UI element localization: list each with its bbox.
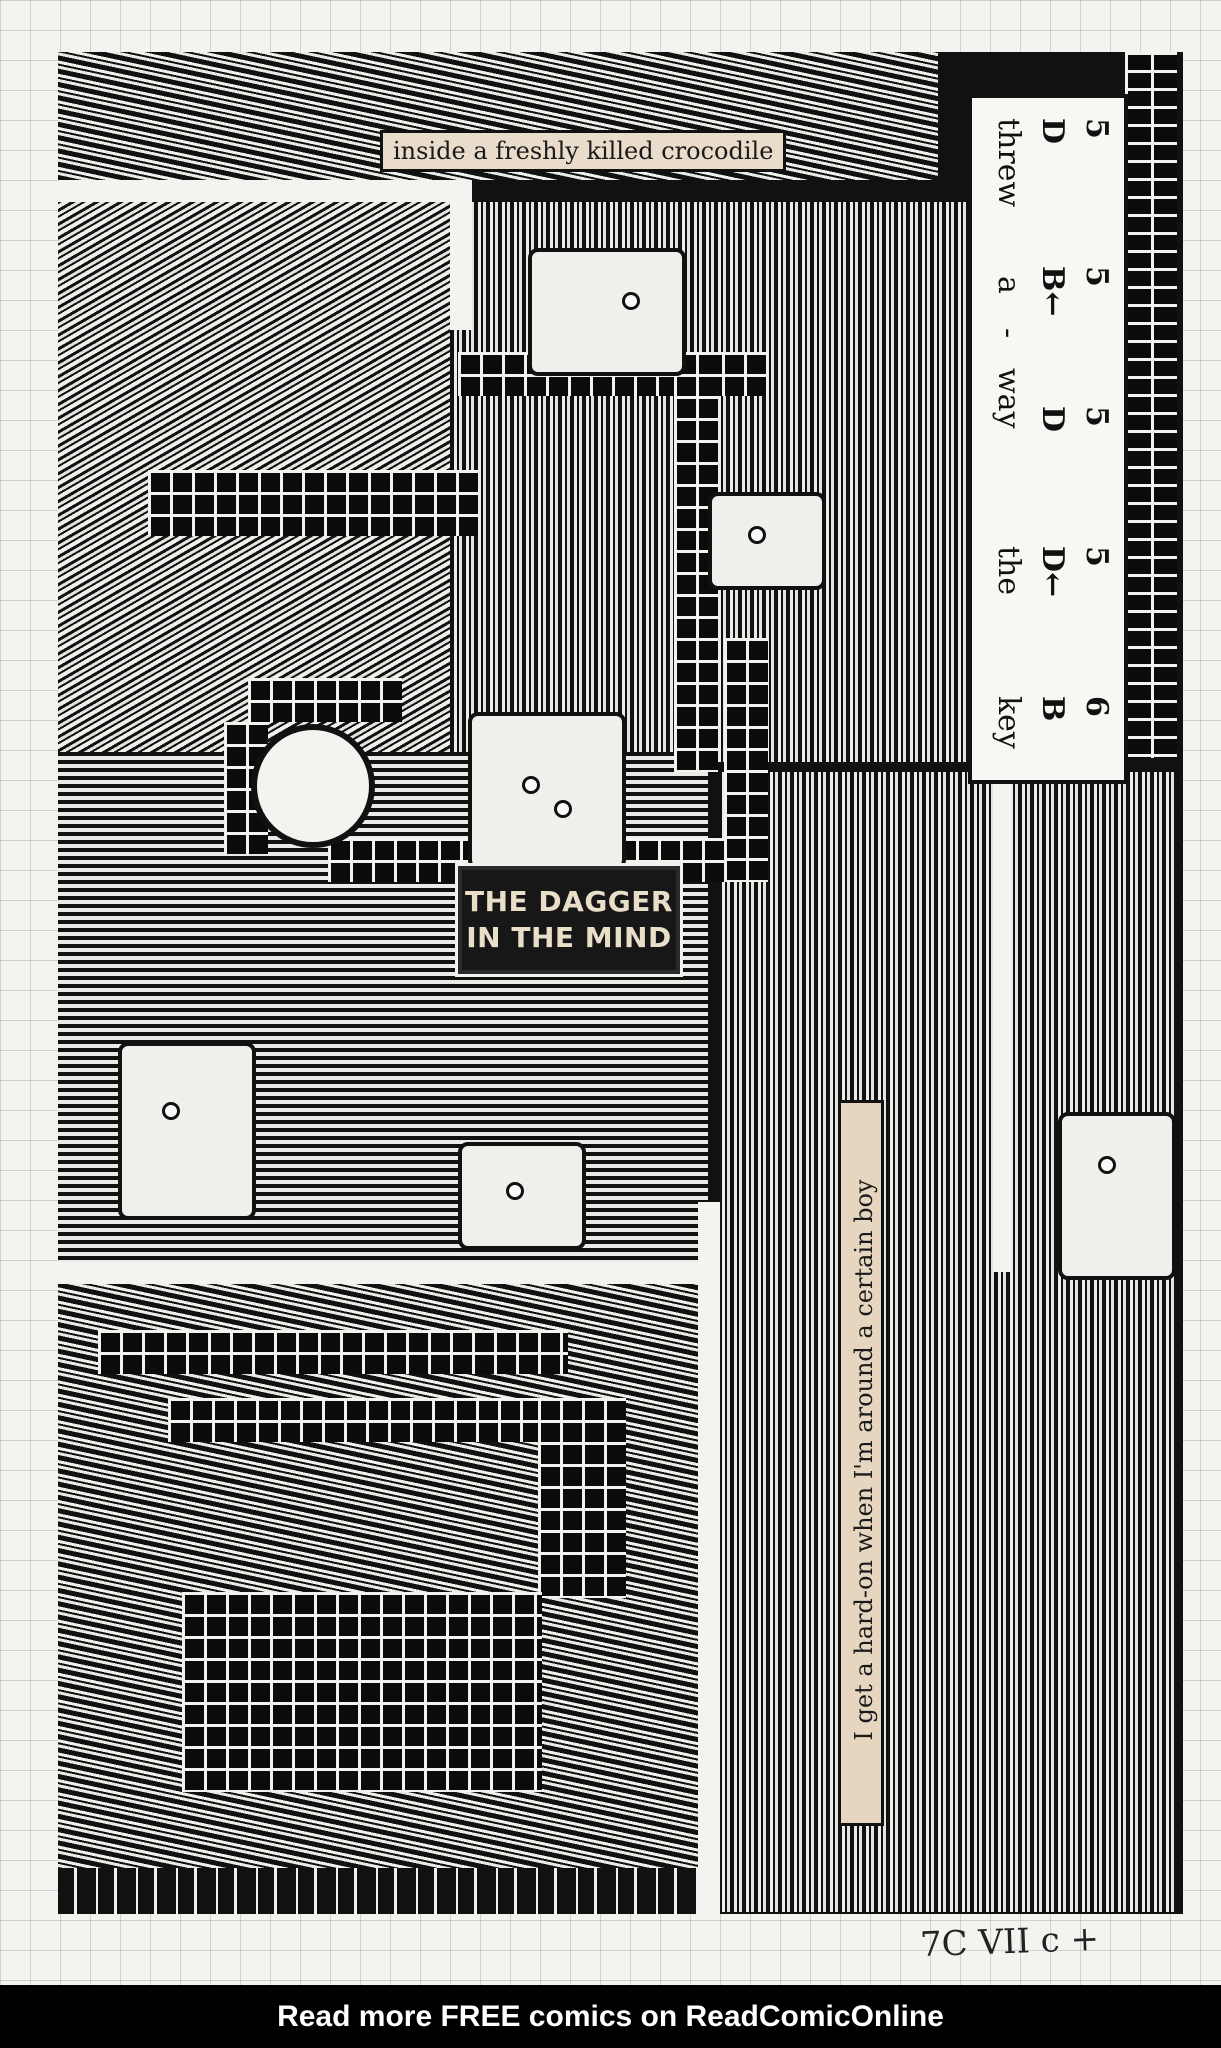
doodle-figure-bottom-center [458,1142,586,1250]
block-maze-lower-band-2 [168,1398,588,1442]
block-maze-bottom-panel [182,1592,542,1792]
figure-eye [162,1102,180,1120]
block-maze-upper [148,470,478,536]
doodle-figure-right [1058,1112,1176,1280]
code-cell: D [1035,118,1070,145]
caption-crocodile: inside a freshly killed crocodile [380,130,787,172]
phrase-word: a [991,276,1026,294]
white-circle [251,724,375,848]
block-maze-lower-right [538,1398,626,1598]
code-row-letters: D B← D D← B [1034,106,1070,766]
block-maze-frame-top [248,678,402,722]
phrase-word: the [991,546,1026,596]
dagger-label: THE DAGGER IN THE MIND [455,863,683,977]
white-lane-vertical-bottom [698,1202,720,1914]
code-panel-content: 5 5 5 5 6 D B← D D← B threw a - way the … [972,106,1122,776]
block-maze-dagger-column [724,638,768,882]
caption-vertical-text: I get a hard-on when I'm around a certai… [850,1179,878,1741]
block-border-bottom [58,1868,698,1914]
doodle-figure-face [468,712,626,870]
figure-eye [522,776,540,794]
code-cell: B [1035,696,1070,722]
comic-artwork [58,52,1183,1914]
code-row-numbers: 5 5 5 5 6 [1078,106,1114,766]
phrase-word: way [991,368,1026,429]
code-cell: 5 [1079,266,1114,287]
code-row-phrase: threw a - way the key [990,106,1026,766]
phrase-word: - [991,328,1026,339]
white-lane-vertical-right [993,752,1011,1272]
code-panel: 5 5 5 5 6 D B← D D← B threw a - way the … [968,94,1128,784]
page-number-handwritten: 7C VII c + [919,1918,1100,1966]
figure-eye [748,526,766,544]
phrase-word: threw [991,118,1026,208]
white-lane-horizontal-middle [58,1262,698,1284]
doodle-figure-left [118,1042,256,1220]
footer-banner[interactable]: Read more FREE comics on ReadComicOnline [0,1985,1221,2048]
figure-eye [554,800,572,818]
code-cell: 5 [1079,406,1114,427]
block-column-right-edge [1125,52,1177,758]
footer-link[interactable]: Read more FREE comics on ReadComicOnline [277,1999,944,2033]
phrase-word: key [991,696,1026,749]
caption-vertical: I get a hard-on when I'm around a certai… [838,1100,884,1826]
code-cell: 5 [1079,118,1114,139]
code-cell: D [1035,406,1070,433]
figure-eye [506,1182,524,1200]
code-cell: 5 [1079,546,1114,567]
white-lane-vertical-top [450,180,472,330]
hatched-region-right [718,772,1178,1912]
figure-eye [622,292,640,310]
code-cell: B← [1035,266,1070,317]
code-cell: D← [1035,546,1070,598]
code-cell: 6 [1079,696,1114,717]
dagger-label-line-2: IN THE MIND [466,921,672,954]
dagger-label-line-1: THE DAGGER [465,885,673,918]
doodle-figure-top [528,248,686,376]
block-maze-lower-band [98,1330,568,1374]
white-lane-horizontal-top [58,180,458,202]
figure-eye [1098,1156,1116,1174]
block-maze-column-right [674,352,718,772]
doodle-figure-creature [708,492,826,590]
